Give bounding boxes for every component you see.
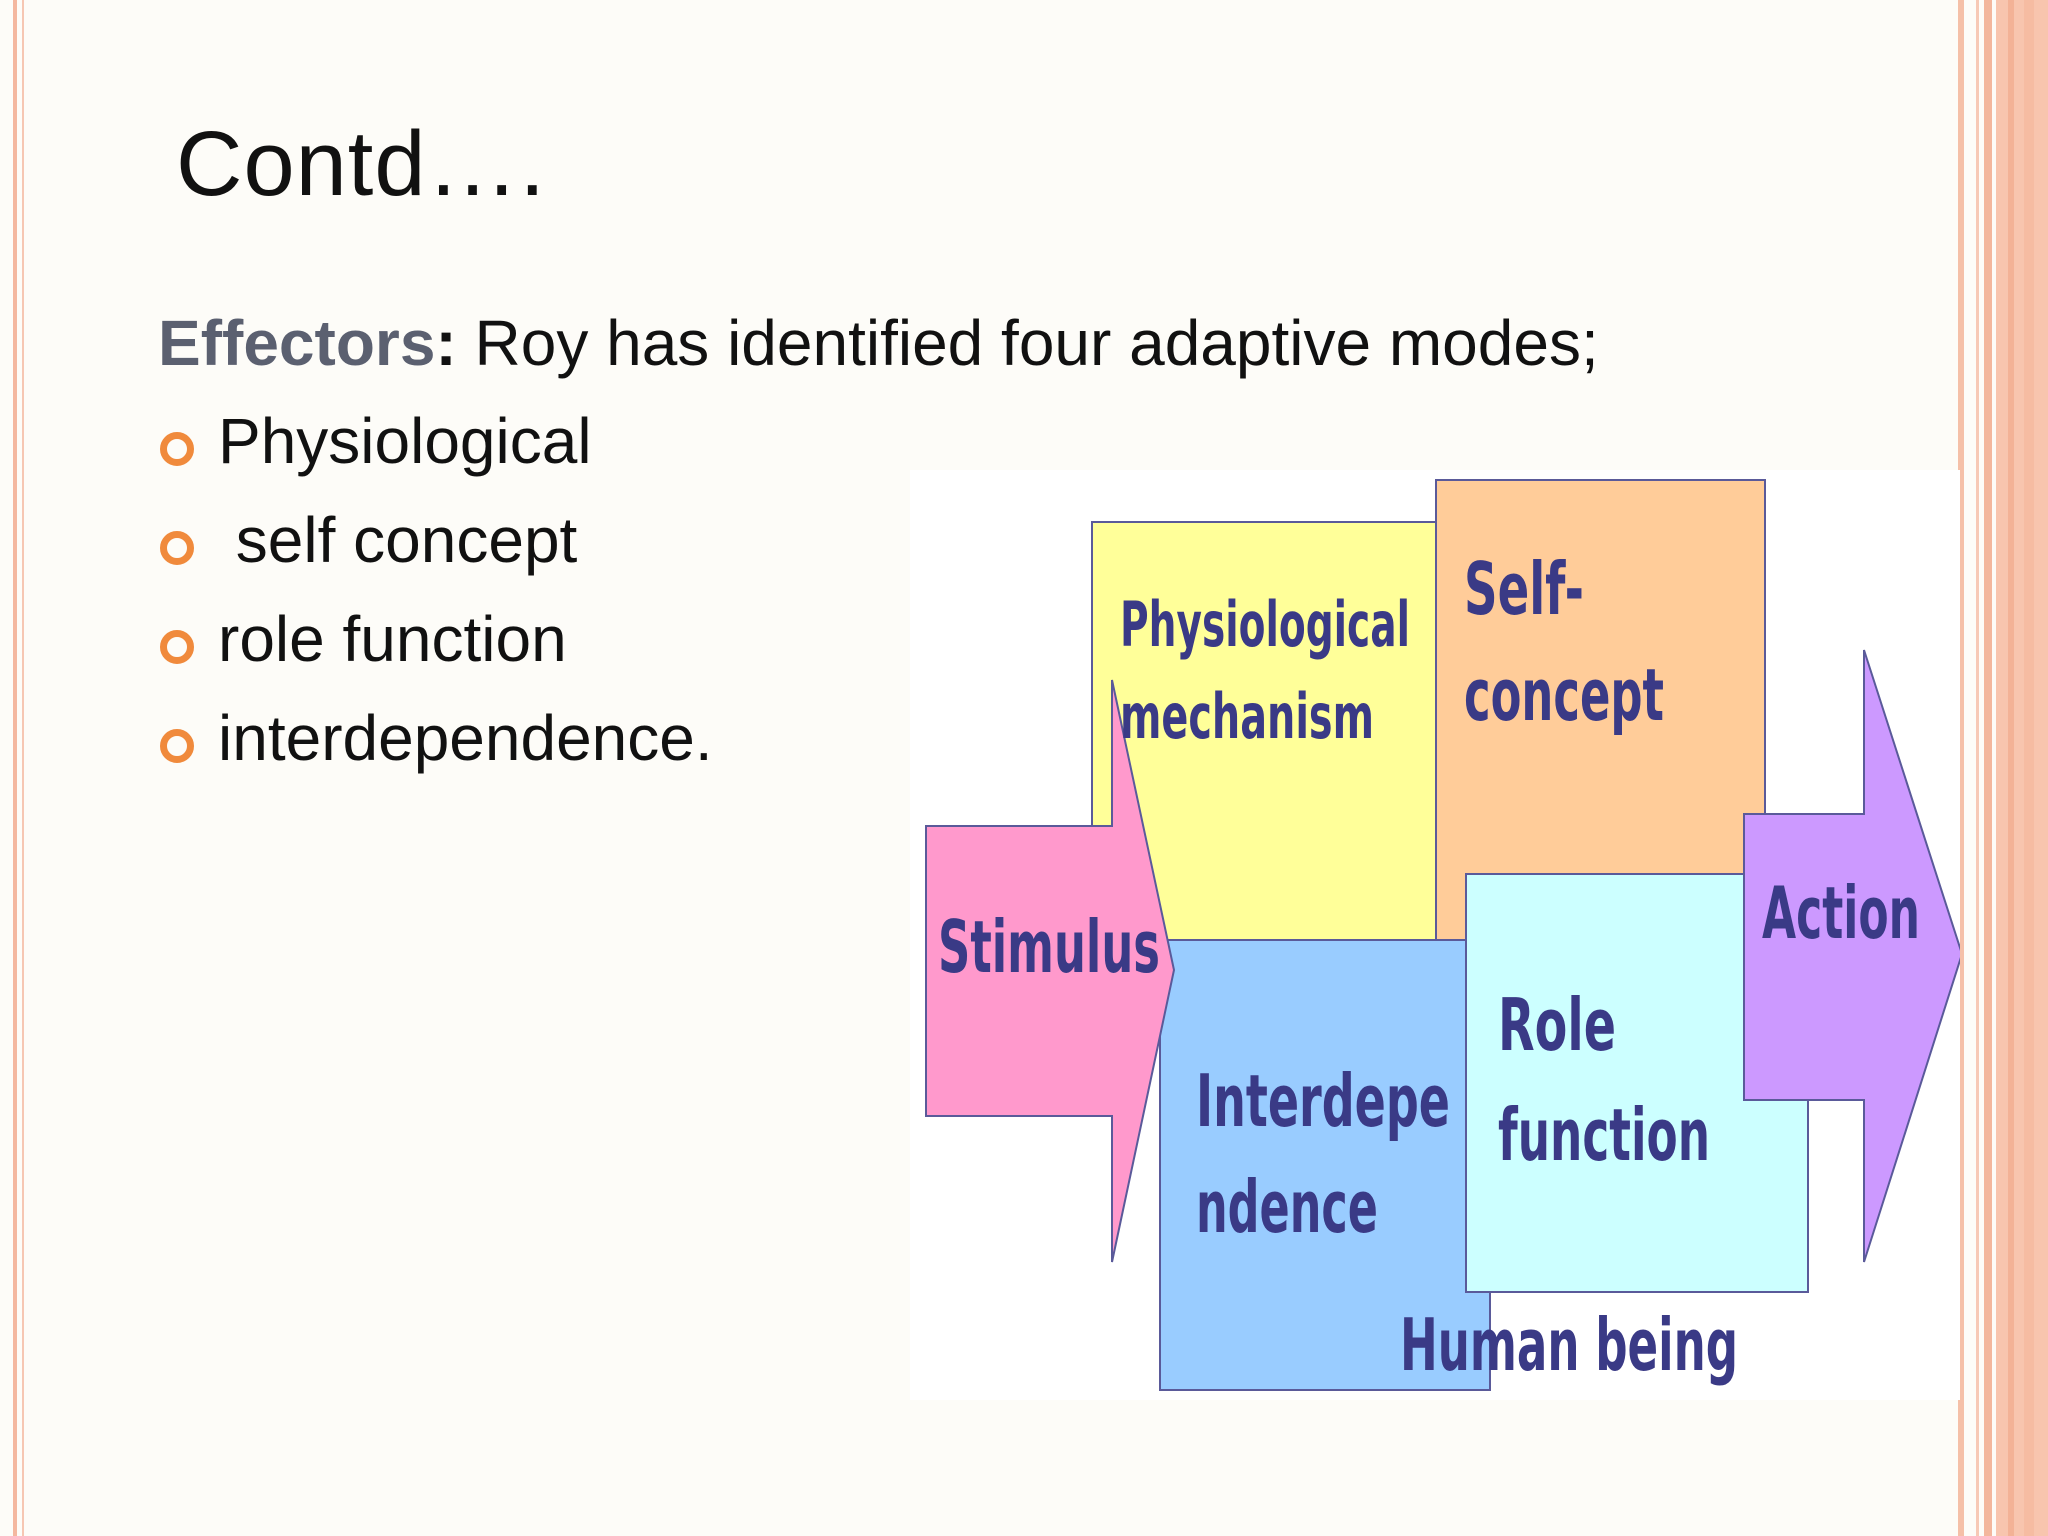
role-label: Role: [1498, 983, 1616, 1067]
left-decor-bar: [13, 0, 17, 1536]
bullet-item: interdependence.: [160, 701, 713, 800]
ring-bullet-icon: [160, 432, 194, 466]
adaptive-modes-diagram: Physiological mechanism Self- concept St…: [910, 470, 1960, 1400]
function-label: function: [1498, 1093, 1710, 1177]
self-label: Self-: [1464, 547, 1584, 631]
bullet-text: role function: [218, 603, 567, 675]
right-decor-bar: [2008, 0, 2014, 1536]
ring-bullet-icon: [160, 531, 194, 565]
ring-bullet-icon: [160, 729, 194, 763]
right-decor-bar: [1984, 0, 1992, 1536]
concept-label: concept: [1464, 653, 1664, 737]
ring-bullet-icon: [160, 630, 194, 664]
right-decor-bar: [2024, 0, 2034, 1536]
bullet-list: Physiological self concept role function…: [160, 404, 713, 800]
intro-line: Effectors: Roy has identified four adapt…: [158, 306, 1599, 380]
slide-title: Contd….: [176, 113, 547, 215]
bullet-text: self concept: [218, 504, 578, 576]
right-decor-bar: [1958, 0, 1964, 1536]
interdependence-label-2: ndence: [1196, 1165, 1378, 1249]
human-being-label: Human being: [1400, 1303, 1738, 1387]
intro-colon: :: [435, 307, 457, 379]
stimulus-arrow: [925, 679, 1176, 1263]
bullet-item: Physiological: [160, 404, 592, 503]
mechanism-label: mechanism: [1120, 680, 1374, 753]
left-decor-bar-thin: [22, 0, 24, 1536]
action-arrow: [1743, 649, 1960, 1263]
intro-term: Effectors: [158, 307, 436, 379]
physiological-label: Physiological: [1120, 588, 1410, 661]
interdependence-label-1: Interdepe: [1196, 1059, 1450, 1143]
stimulus-label: Stimulus: [938, 905, 1160, 989]
action-label: Action: [1762, 871, 1920, 955]
bullet-item: self concept: [160, 503, 577, 602]
bullet-text: Physiological: [218, 405, 592, 477]
right-decor-bar: [1976, 0, 1979, 1536]
bullet-item: role function: [160, 602, 567, 701]
right-decor-band: [1996, 0, 2048, 1536]
bullet-text: interdependence.: [218, 702, 713, 774]
intro-text: Roy has identified four adaptive modes;: [456, 307, 1599, 379]
